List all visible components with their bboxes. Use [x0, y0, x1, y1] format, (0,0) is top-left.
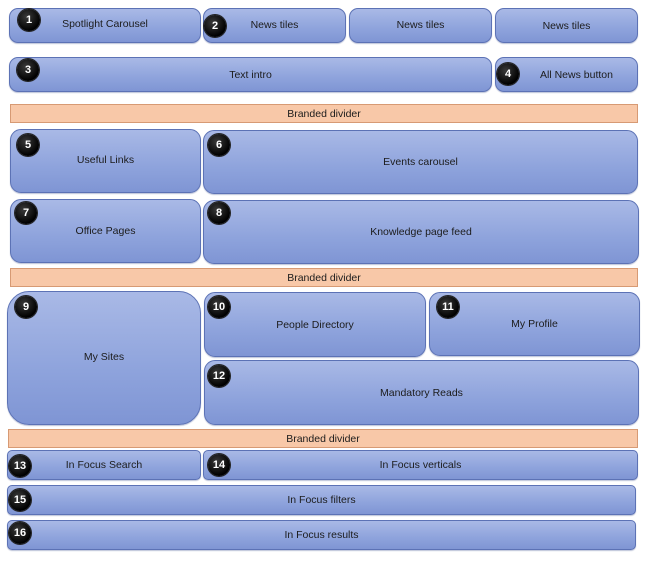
divider-label: Branded divider: [286, 432, 360, 445]
block-label: Office Pages: [75, 225, 136, 237]
number-badge: 12: [208, 365, 230, 387]
number-badge: 7: [15, 202, 37, 224]
block-label: News tiles: [250, 18, 299, 31]
block-label: In Focus results: [284, 529, 359, 541]
in-focus-verticals-block: In Focus verticals: [203, 450, 638, 480]
number-badge: 5: [17, 134, 39, 156]
number-badge: 9: [15, 296, 37, 318]
news-tiles-block-1: News tiles: [203, 8, 346, 43]
number-badge: 15: [9, 489, 31, 511]
my-sites-block: My Sites: [7, 291, 201, 425]
divider-label: Branded divider: [287, 271, 361, 284]
block-label: In Focus verticals: [379, 459, 462, 471]
number-badge: 16: [9, 522, 31, 544]
block-label: My Profile: [511, 318, 558, 330]
office-pages-block: Office Pages: [10, 199, 201, 263]
block-label: Knowledge page feed: [370, 226, 472, 238]
block-label: People Directory: [276, 318, 354, 331]
block-label: Mandatory Reads: [380, 386, 463, 399]
number-badge: 14: [208, 454, 230, 476]
divider-label: Branded divider: [287, 107, 361, 120]
in-focus-search-block: In Focus Search: [7, 450, 201, 480]
number-badge: 13: [9, 455, 31, 477]
number-badge: 4: [497, 63, 519, 85]
useful-links-block: Useful Links: [10, 129, 201, 193]
number-badge: 11: [437, 296, 459, 318]
news-tiles-block-3: News tiles: [495, 8, 638, 43]
number-badge: 10: [208, 296, 230, 318]
number-badge: 8: [208, 202, 230, 224]
block-label: News tiles: [396, 18, 445, 31]
mandatory-reads-block: Mandatory Reads: [204, 360, 639, 425]
events-carousel-block: Events carousel: [203, 130, 638, 194]
block-label: Events carousel: [383, 156, 458, 168]
news-tiles-block-2: News tiles: [349, 8, 492, 43]
text-intro-block: Text intro: [9, 57, 492, 92]
block-label: My Sites: [83, 351, 125, 363]
in-focus-filters-block: In Focus filters: [7, 485, 636, 515]
number-badge: 6: [208, 134, 230, 156]
block-label: In Focus Search: [65, 459, 143, 471]
block-label: Spotlight Carousel: [62, 17, 148, 30]
spotlight-carousel-block: Spotlight Carousel: [9, 8, 201, 43]
in-focus-results-block: In Focus results: [7, 520, 636, 550]
branded-divider: Branded divider: [10, 268, 638, 287]
number-badge: 2: [204, 15, 226, 37]
block-label: News tiles: [542, 19, 591, 32]
number-badge: 1: [18, 9, 40, 31]
branded-divider: Branded divider: [8, 429, 638, 448]
people-directory-block: People Directory: [204, 292, 426, 357]
my-profile-block: My Profile: [429, 292, 640, 356]
block-label: Text intro: [229, 68, 272, 81]
block-label: In Focus filters: [287, 494, 356, 506]
number-badge: 3: [17, 59, 39, 81]
block-label: Useful Links: [76, 154, 135, 166]
block-label: All News button: [540, 68, 613, 81]
knowledge-page-feed-block: Knowledge page feed: [203, 200, 639, 264]
branded-divider: Branded divider: [10, 104, 638, 123]
